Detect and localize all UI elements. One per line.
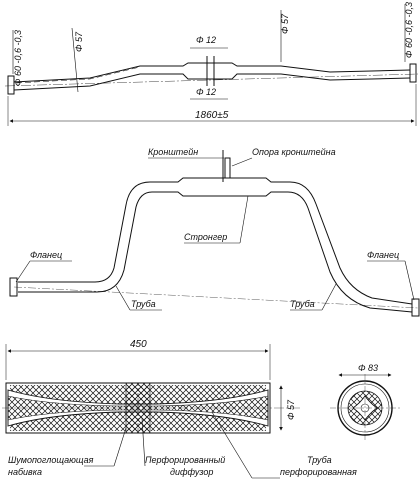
top-overall-length: 1860±5	[195, 110, 229, 121]
leader-perforated-pipe-2	[211, 411, 253, 479]
leader-flange-left-2	[15, 260, 31, 283]
side-centerline	[13, 286, 419, 309]
label-pipe-right: Труба	[290, 299, 315, 309]
label-absorbing-fill: Шумопоглощающая набивка	[8, 455, 96, 477]
top-dim-mid-tube: Φ 57	[280, 13, 290, 34]
leader-pipe-right-2	[321, 283, 337, 311]
top-dim-clamp-top: Φ 12	[196, 35, 216, 45]
label-pipe-left: Труба	[131, 299, 156, 309]
top-dim-right-tolerance: Φ 60 -0,6 -0,3	[404, 2, 414, 58]
top-dim-left-tube-leader	[71, 27, 79, 93]
label-bracket: Кронштейн	[148, 147, 198, 157]
sec-outer-diameter: Φ 83	[358, 363, 378, 373]
top-centerline	[4, 73, 419, 87]
label-bracket-support: Опора кронштейна	[252, 147, 336, 157]
top-pipe	[7, 56, 417, 95]
label-stringer: Стронгер	[184, 232, 227, 242]
label-perforated-pipe: Труба перфорированная	[280, 455, 357, 477]
top-dim-left-tolerance: Φ 60 -0,6 -0,3	[13, 30, 23, 86]
label-flange-left: Фланец	[30, 250, 62, 260]
top-view: Φ 60 -0,6 -0,3 Φ 57 Φ 12 Φ 12 Φ 57 Φ 60 …	[4, 2, 419, 126]
leader-perforated-diffuser	[141, 417, 146, 467]
side-pipe	[9, 150, 420, 317]
sec-length: 450	[130, 339, 147, 350]
muffler-end-view	[330, 374, 400, 442]
leader-flange-right-2	[404, 260, 415, 301]
label-perforated-diffuser: Перфорированный диффузор	[145, 455, 228, 477]
top-dim-clamp-bottom: Φ 12	[196, 87, 216, 97]
leader-bracket-support	[231, 157, 253, 167]
side-view: Кронштейн Опора кронштейна Стронгер Флан…	[9, 147, 420, 317]
leader-pipe-left-2	[115, 285, 131, 311]
sec-diameter: Φ 57	[286, 399, 296, 420]
leader-stringer-2	[239, 195, 249, 244]
leader-absorbing-fill-2	[113, 427, 127, 467]
top-dim-left-tube: Φ 57	[74, 31, 84, 52]
label-flange-right: Фланец	[367, 250, 399, 260]
section-view: 450 Φ 57 Φ 83 Шумопоглощающая	[2, 339, 400, 479]
